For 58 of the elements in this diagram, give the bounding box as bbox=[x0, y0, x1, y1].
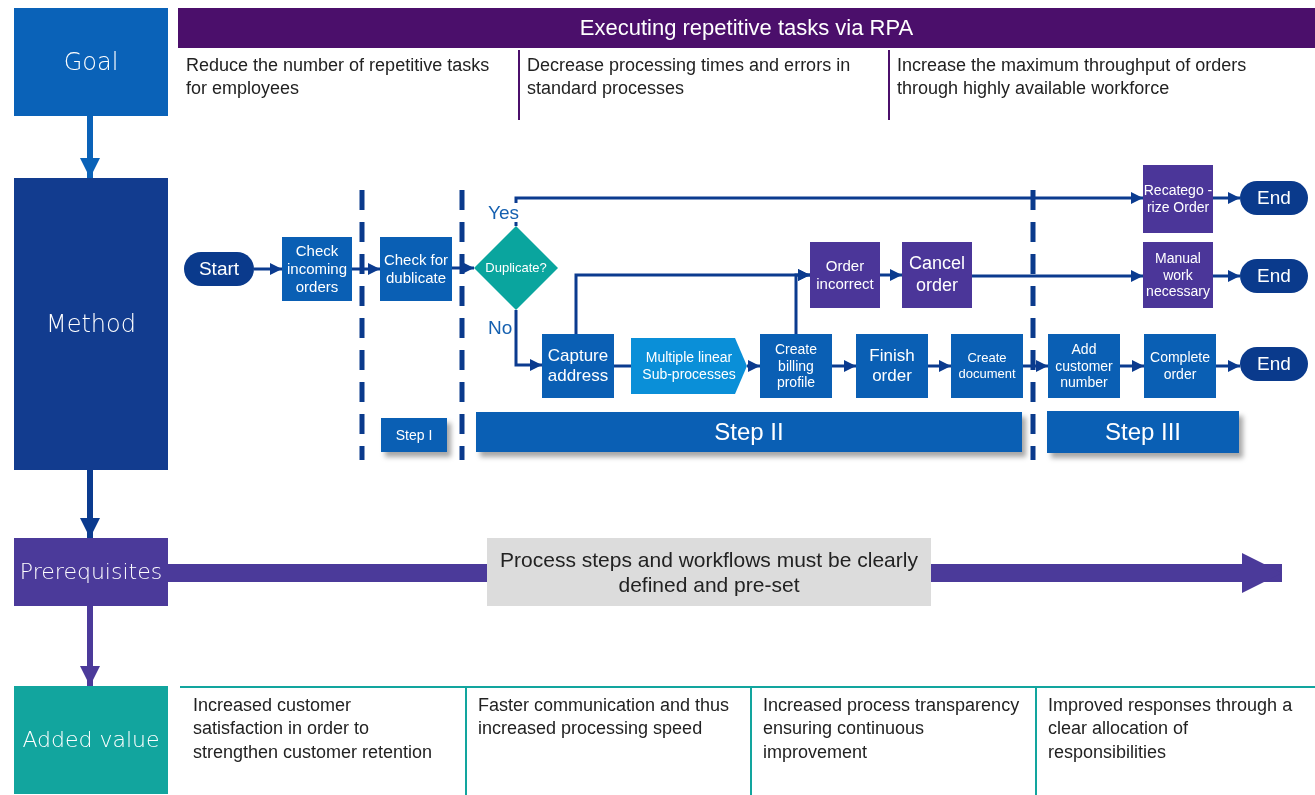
note-box: Process steps and workflows must be clearly defined and pre-set bbox=[487, 538, 931, 606]
terminal-pill: Start bbox=[184, 252, 254, 286]
connector-line bbox=[614, 364, 631, 368]
edge-label: No bbox=[488, 318, 513, 337]
goal-text: Decrease processing times and errors in standard processes bbox=[527, 54, 852, 101]
process-box: Cancel order bbox=[902, 242, 972, 308]
arrow bbox=[1213, 270, 1240, 282]
decision-diamond: Duplicate? bbox=[474, 226, 558, 310]
arrow bbox=[514, 310, 542, 371]
arrow bbox=[747, 360, 760, 372]
row-header-box: Prerequisites bbox=[14, 538, 168, 606]
arrow bbox=[931, 553, 1282, 593]
process-box: Capture address bbox=[542, 334, 614, 398]
process-box: Recatego -rize Order bbox=[1143, 165, 1213, 233]
arrow bbox=[1213, 192, 1240, 204]
arrow bbox=[80, 116, 100, 178]
arrow bbox=[80, 470, 100, 538]
arrow bbox=[352, 263, 380, 275]
step-bar: Step I bbox=[381, 418, 447, 452]
arrow bbox=[794, 269, 810, 334]
arrow bbox=[880, 269, 902, 281]
title-banner: Executing repetitive tasks via RPA bbox=[178, 8, 1315, 48]
value-text: Faster communication and thus increased processing speed bbox=[478, 694, 731, 741]
goal-text: Increase the maximum throughput of orders through highly available workforce bbox=[897, 54, 1248, 101]
edge-label: Yes bbox=[488, 203, 519, 222]
process-box: Create document bbox=[951, 334, 1023, 398]
terminal-pill: End bbox=[1240, 181, 1308, 215]
arrow bbox=[452, 262, 474, 274]
goal-text: Reduce the number of repetitive tasks for employees bbox=[186, 54, 491, 101]
arrow bbox=[1216, 360, 1240, 372]
process-box: Check for dublicate bbox=[380, 237, 452, 301]
terminal-pill: End bbox=[1240, 259, 1308, 293]
arrow bbox=[514, 192, 1143, 226]
value-text: Improved responses through a clear allocation of responsibilities bbox=[1048, 694, 1294, 764]
arrow bbox=[832, 360, 856, 372]
process-box: Finish order bbox=[856, 334, 928, 398]
step-bar: Step III bbox=[1047, 411, 1239, 453]
value-text: Increased customer satisfaction in order to strengthen customer retention bbox=[193, 694, 434, 764]
arrow bbox=[972, 270, 1143, 282]
arrow bbox=[254, 263, 282, 275]
arrow bbox=[80, 606, 100, 686]
value-text: Increased process transparency ensuring continuous improvement bbox=[763, 694, 1021, 764]
row-header-box: Added value bbox=[14, 686, 168, 794]
process-box: Check incoming orders bbox=[282, 237, 352, 301]
process-box: Order incorrect bbox=[810, 242, 880, 308]
process-box: Complete order bbox=[1144, 334, 1216, 398]
step-bar: Step II bbox=[476, 412, 1022, 452]
process-box: Manual work necessary bbox=[1143, 242, 1213, 308]
terminal-pill: End bbox=[1240, 347, 1308, 381]
arrow bbox=[928, 360, 951, 372]
process-box: Create billing profile bbox=[760, 334, 832, 398]
row-header-box: Method bbox=[14, 178, 168, 470]
row-header-box: Goal bbox=[14, 8, 168, 116]
connector-line bbox=[168, 564, 487, 582]
arrow bbox=[1120, 360, 1144, 372]
arrow bbox=[1023, 360, 1048, 372]
subprocess-box: Multiple linear Sub-processes bbox=[631, 338, 747, 394]
process-box: Add customer number bbox=[1048, 334, 1120, 398]
